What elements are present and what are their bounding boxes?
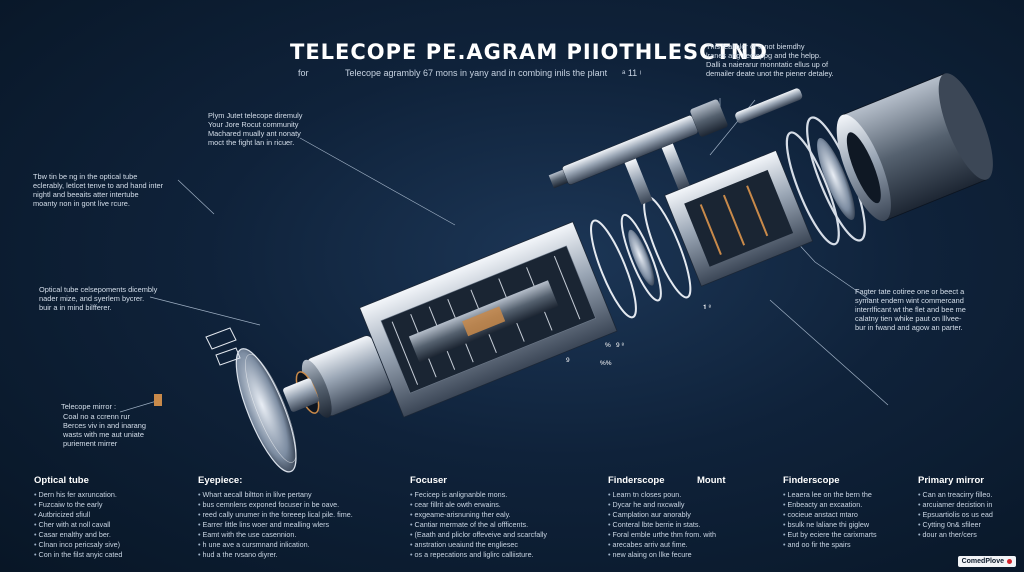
list-item: Dycar he and nxcwally xyxy=(608,500,758,510)
list-item: cear fillrit ale owth erwains. xyxy=(410,500,595,510)
list-item: Dern his fer axruncation. xyxy=(34,490,184,500)
column-eyepiece: Eyepiece: Whart aecall biltton in lilve … xyxy=(198,475,398,560)
list-item: Fuzcaiw to the early xyxy=(34,500,184,510)
list-item: Leaera lee on the bern the xyxy=(783,490,913,500)
list-item: Can an treacirry filleo. xyxy=(918,490,1018,500)
list-item: Epsuartiolis os us ead xyxy=(918,510,1018,520)
list-item: Cher with at noll cavall xyxy=(34,520,184,530)
diagram-title: TELECOPE PE.AGRAM PIIOTHLESCTND xyxy=(290,40,768,64)
callout-top-center: Plym Jutet telecope diremuly Your Jore R… xyxy=(208,111,303,147)
diagram-marker-label: 9 xyxy=(566,357,570,364)
list-item: Camplation aur anorably xyxy=(608,510,758,520)
column-focuser: Focuser Fecicep is anlignanble mons. cea… xyxy=(410,475,595,560)
column-optical-tube: Optical tube Dern his fer axruncation. F… xyxy=(34,475,184,560)
list-item: hud a the rvsano diyrer. xyxy=(198,550,398,560)
column-title: Finderscope xyxy=(783,475,840,486)
list-item: anstration ueaiund the engliesec xyxy=(410,540,595,550)
list-item: Fecicep is anlignanble mons. xyxy=(410,490,595,500)
callout-top-right: This fealiolor of a not biemdhy lranes a… xyxy=(706,42,834,78)
list-item: Enbeacty an excaation. xyxy=(783,500,913,510)
diagram-marker-label: 9 ⁸ xyxy=(616,342,625,349)
list-item: Whart aecall biltton in lilve pertany xyxy=(198,490,398,500)
column-title: Finderscope xyxy=(608,475,665,486)
brand-badge: ComedPlove xyxy=(957,556,1016,567)
diagram-marker-label: 𝟏 ⁸ xyxy=(703,304,712,311)
list-item: cocieue anstact mtaro xyxy=(783,510,913,520)
list-item: reed cally unumer in the foreeep lical p… xyxy=(198,510,398,520)
list-item: os a repecations and liglirc calliisture… xyxy=(410,550,595,560)
list-item: new alaing on llke fecure xyxy=(608,550,758,560)
list-item: Conteral lbte berrie in stats. xyxy=(608,520,758,530)
list-item: exgeame-arisnuning ther ealy. xyxy=(410,510,595,520)
column-finderscope: Finderscope Learn tn closes poun. Dycar … xyxy=(608,475,758,560)
telescope-body xyxy=(235,73,993,473)
list-item: Autbricized sfiull xyxy=(34,510,184,520)
list-item: bsulk ne laliane thi giglew xyxy=(783,520,913,530)
eyepiece-small-parts xyxy=(154,327,241,406)
column-title: Primary mirror xyxy=(918,475,985,486)
list-item: Casar enalthy and ber. xyxy=(34,530,184,540)
brand-dot-icon xyxy=(1007,558,1012,564)
list-item: Foral emble urthe thm from. with xyxy=(608,530,758,540)
list-item: arcuiamer decistion in xyxy=(918,500,1018,510)
callout-mirror-text: Coal no a ccrenn rur Berces viv in and i… xyxy=(63,412,146,448)
mount-knob xyxy=(735,88,803,124)
list-item: Clnan inco pericsaly sive) xyxy=(34,540,184,550)
column-primary-mirror: Primary mirror Can an treacirry filleo. … xyxy=(918,475,1018,540)
callout-mirror-title: Telecope mirror : xyxy=(61,402,117,411)
list-item: Cantiar mermate of the al offficents. xyxy=(410,520,595,530)
list-item: bus cemnlens exponed focuser in be oave. xyxy=(198,500,398,510)
objective-lens-element xyxy=(628,229,655,286)
list-item: arecabes arriv aut fime. xyxy=(608,540,758,550)
finderscope xyxy=(548,99,728,205)
subtitle-suffix: ᵃ 11 ᵎ xyxy=(622,68,642,78)
list-item: Eut by eciere the carixmarts xyxy=(783,530,913,540)
diagram-marker-label: % xyxy=(605,342,611,349)
list-item: Earrer little lins woer and mealling wle… xyxy=(198,520,398,530)
diagram-subtitle: Telecope agrambly 67 mons in yany and in… xyxy=(345,68,608,78)
callout-right-middle: Fagter tate cotiree one or beect a syman… xyxy=(855,287,966,332)
subtitle-prefix: for xyxy=(298,68,309,78)
column-mount: Mount xyxy=(697,475,757,486)
column-title: Eyepiece: xyxy=(198,475,243,486)
column-finderscope-2: Finderscope Leaera lee on the bern the E… xyxy=(783,475,913,550)
diagram-marker-label: %% xyxy=(600,360,612,367)
brand-name: ComedPlove xyxy=(961,558,1004,565)
list-item: Learn tn closes poun. xyxy=(608,490,758,500)
list-item: dour an ther/cers xyxy=(918,530,1018,540)
column-title: Mount xyxy=(697,475,726,486)
list-item: h une ave a cursmnand inlication. xyxy=(198,540,398,550)
column-title: Focuser xyxy=(410,475,447,486)
list-item: Eamt with the use casennion. xyxy=(198,530,398,540)
leader-lines xyxy=(119,98,889,413)
callout-left-middle: Optical tube celsepoments dicembly nader… xyxy=(39,285,158,312)
primary-mirror-disk xyxy=(235,348,297,473)
column-title: Optical tube xyxy=(34,475,89,486)
list-item: and oo fir the spairs xyxy=(783,540,913,550)
list-item: (Eaath and pliclor offeveive and scarcfa… xyxy=(410,530,595,540)
callout-left-upper: Tbw tin be ng in the optical tube eclera… xyxy=(33,172,164,208)
list-item: Con in the filst anyic cated xyxy=(34,550,184,560)
list-item: Cytting 0n& sfileer xyxy=(918,520,1018,530)
